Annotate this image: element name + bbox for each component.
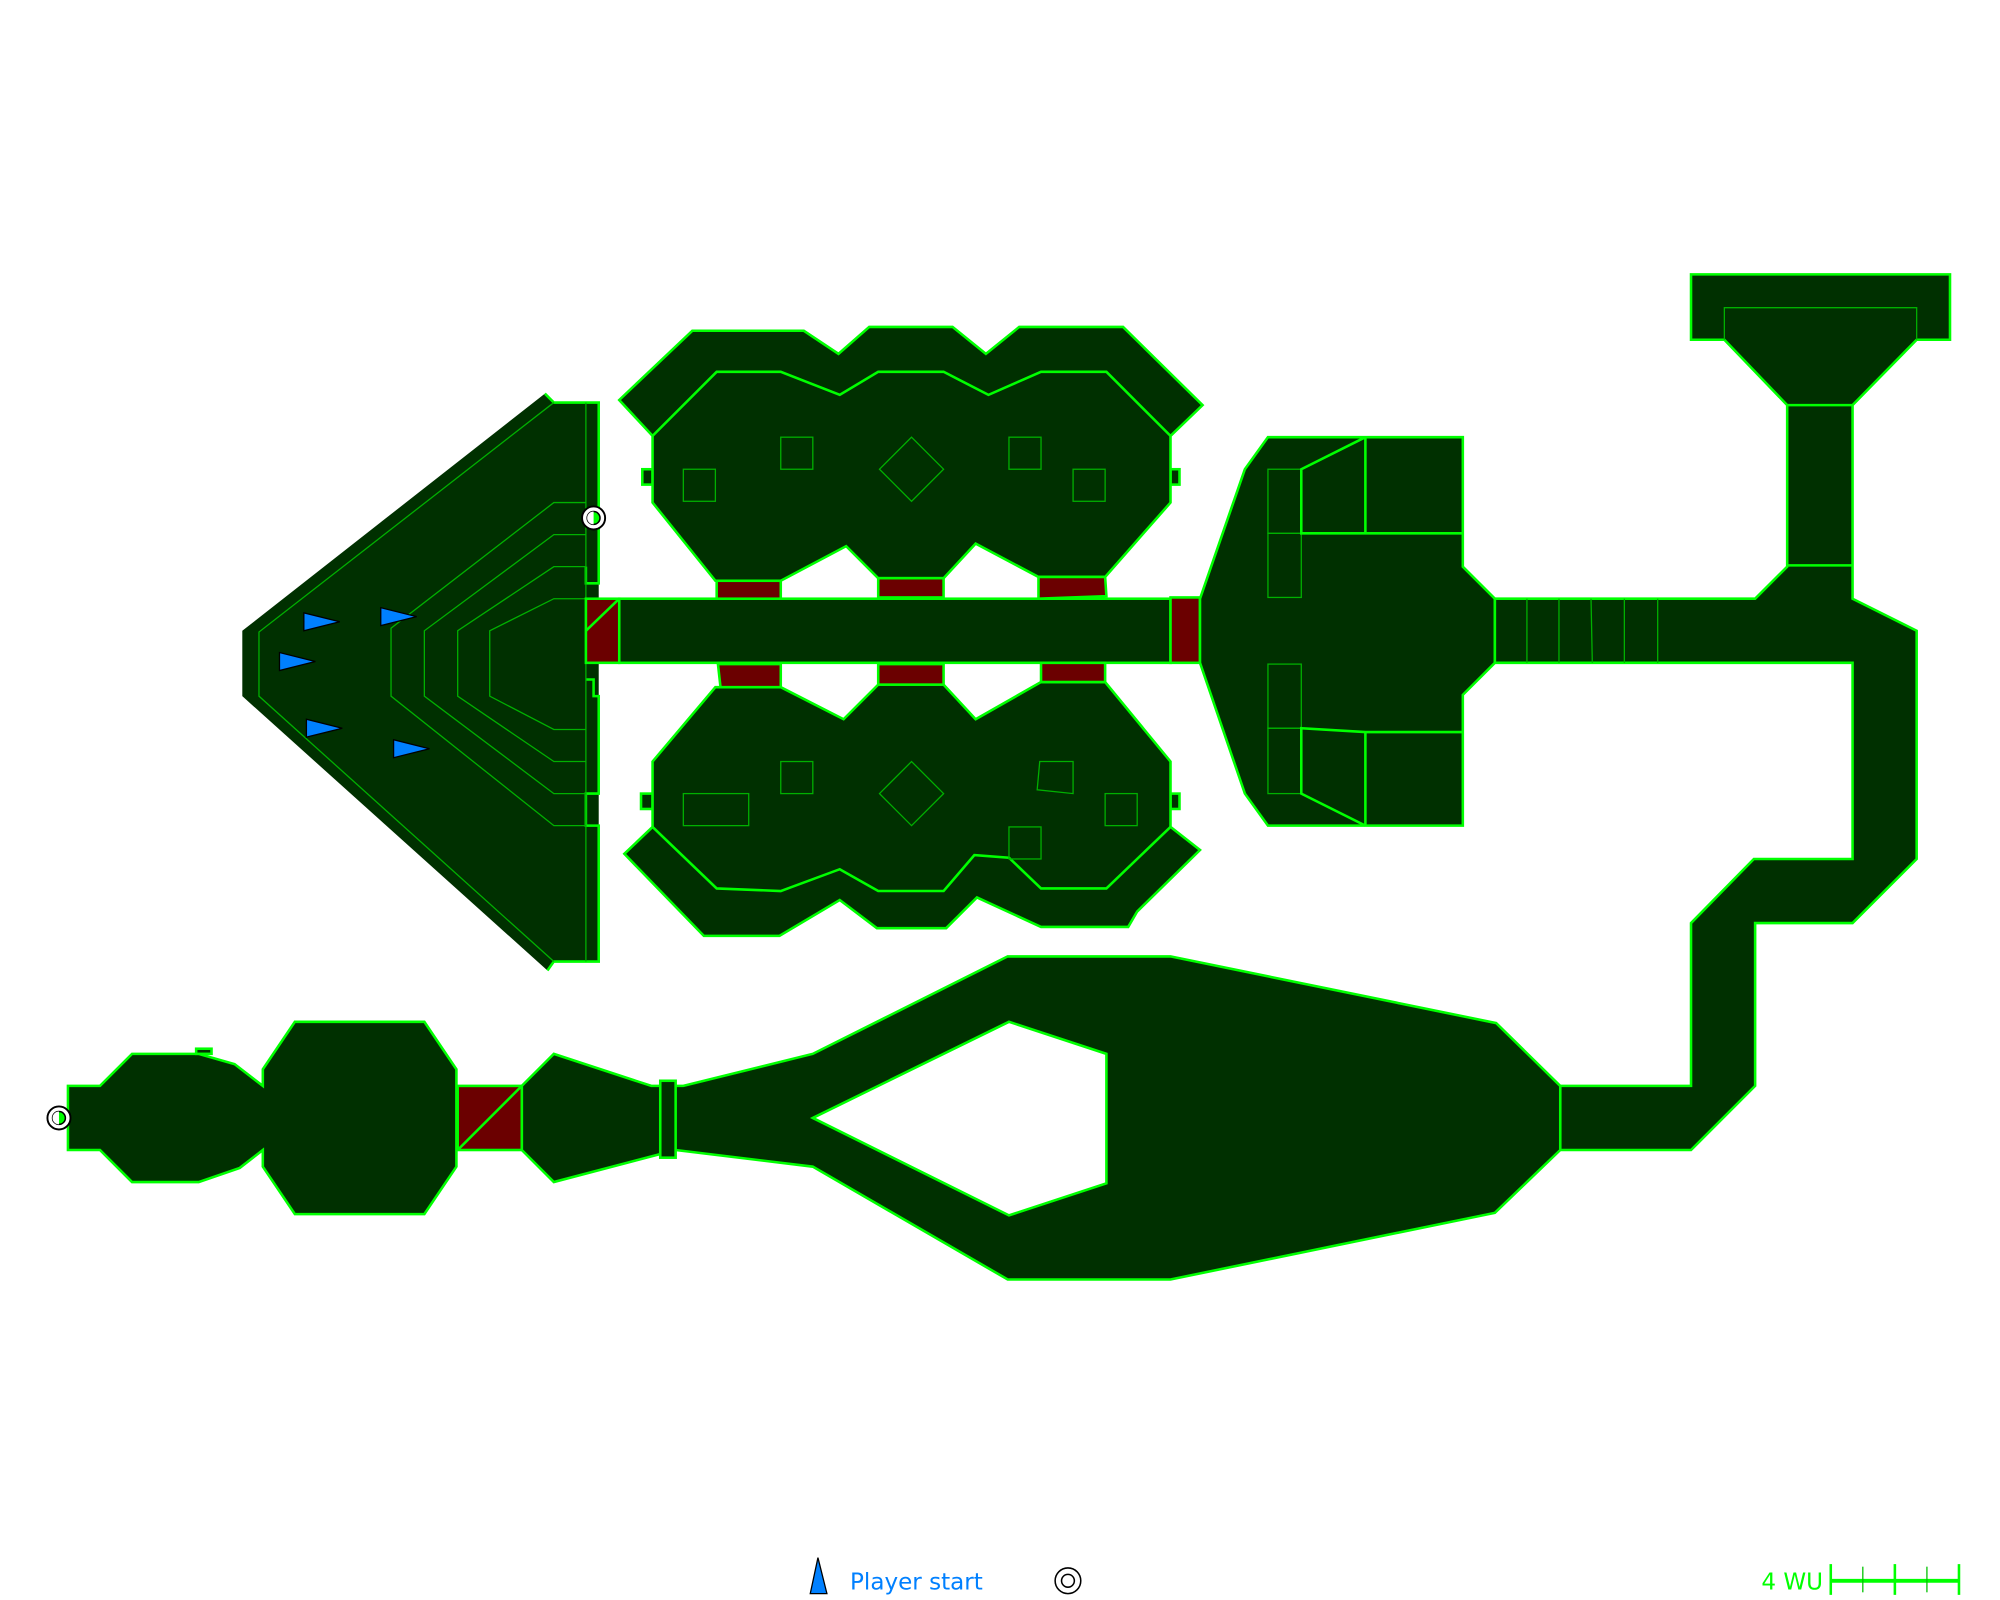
player-start-icon bbox=[303, 611, 340, 632]
scale-bar: 4 WU bbox=[1761, 1564, 1961, 1596]
ring-target-icon bbox=[581, 505, 607, 531]
ring-target-icon bbox=[1054, 1567, 1082, 1595]
door bbox=[456, 1084, 524, 1152]
scale-label: 4 WU bbox=[1761, 1570, 1823, 1596]
door bbox=[1169, 596, 1202, 665]
door bbox=[584, 597, 621, 665]
door bbox=[715, 579, 783, 601]
legend: Player start bbox=[809, 1557, 1082, 1596]
player-start-icon bbox=[392, 738, 430, 759]
legend-player-start-label: Player start bbox=[850, 1570, 983, 1596]
ring-target-icon bbox=[46, 1105, 72, 1131]
door bbox=[1037, 575, 1108, 601]
triangle-icon bbox=[809, 1557, 828, 1595]
player-start-icon bbox=[380, 606, 417, 627]
central-corridor bbox=[617, 597, 1172, 665]
door bbox=[876, 576, 945, 599]
door bbox=[716, 662, 783, 689]
top-middle-room bbox=[617, 325, 1205, 601]
spawn-points bbox=[278, 606, 430, 759]
player-start-icon bbox=[305, 718, 343, 739]
bottom-hall bbox=[520, 955, 1562, 1281]
right-room bbox=[1198, 435, 1497, 827]
door bbox=[876, 662, 945, 686]
left-wedge-room bbox=[242, 392, 600, 972]
connector bbox=[658, 1079, 677, 1159]
right-corridor bbox=[1493, 273, 1952, 1152]
player-start-icon bbox=[278, 651, 316, 672]
octagon-room bbox=[66, 1020, 458, 1216]
bottom-middle-room bbox=[622, 661, 1202, 938]
door bbox=[1039, 661, 1107, 684]
